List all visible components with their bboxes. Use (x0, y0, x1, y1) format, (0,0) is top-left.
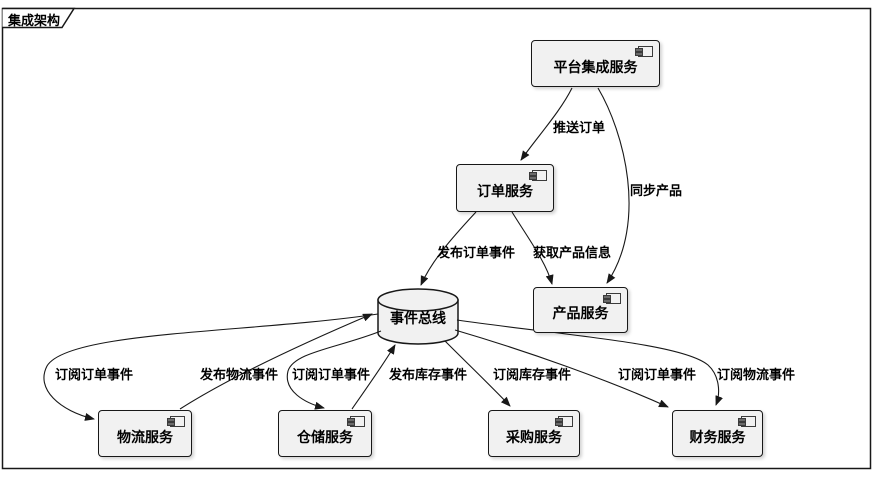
component-label: 采购服务 (506, 429, 562, 446)
edge-label-subscribe-inventory-event: 订阅库存事件 (493, 368, 572, 383)
database-event-bus: 事件总线 (378, 306, 458, 330)
component-label: 物流服务 (117, 429, 173, 446)
component-label: 财务服务 (689, 429, 746, 446)
frame-border (1, 7, 872, 470)
edge-publish-inventory-event (351, 344, 396, 410)
component-logistics-service: 物流服务 (98, 410, 192, 457)
component-warehouse-service: 仓储服务 (278, 410, 372, 457)
edge-sync-product (597, 87, 630, 284)
edge-label-subscribe-order-event-logistics: 订阅订单事件 (55, 368, 134, 383)
edge-publish-order-event (420, 211, 477, 286)
edge-subscribe-order-warehouse (286, 330, 382, 410)
edge-subscribe-logistics-finance (456, 319, 723, 406)
edge-subscribe-order-finance (454, 329, 669, 408)
edge-subscribe-order-logistics (43, 313, 379, 421)
component-label: 平台集成服务 (553, 59, 638, 76)
component-icon (347, 416, 365, 427)
edge-label-publish-order-event: 发布订单事件 (437, 246, 516, 261)
component-platform-integration-service: 平台集成服务 (531, 40, 660, 87)
edge-label-subscribe-order-event-warehouse: 订阅订单事件 (292, 368, 371, 383)
edge-subscribe-inventory-event (444, 340, 511, 407)
edge-get-product-info (511, 211, 554, 285)
edge-label-push-order: 推送订单 (553, 121, 606, 136)
database-label: 事件总线 (390, 311, 446, 327)
frame-tab (2, 7, 76, 29)
component-label: 产品服务 (552, 306, 609, 322)
component-icon (529, 170, 547, 181)
edge-publish-logistics-event (179, 313, 373, 410)
frame-title: 集成架构 (8, 14, 61, 29)
component-purchase-service: 采购服务 (488, 410, 580, 457)
component-finance-service: 财务服务 (672, 410, 763, 457)
component-product-service: 产品服务 (533, 287, 628, 333)
edge-label-subscribe-logistics-event: 订阅物流事件 (717, 368, 796, 383)
edge-label-publish-logistics-event: 发布物流事件 (200, 368, 279, 383)
edge-label-sync-product: 同步产品 (630, 184, 683, 199)
edge-label-subscribe-order-event-finance: 订阅订单事件 (618, 368, 697, 383)
component-icon (603, 293, 621, 304)
component-order-service: 订单服务 (456, 164, 554, 212)
edge-label-publish-inventory-event: 发布库存事件 (389, 368, 468, 383)
component-icon (167, 416, 185, 427)
component-label: 仓储服务 (297, 429, 353, 446)
component-icon (555, 416, 573, 427)
edge-push-order (520, 87, 573, 161)
edge-label-get-product-info: 获取产品信息 (533, 246, 612, 261)
component-icon (635, 46, 653, 57)
component-label: 订单服务 (477, 184, 533, 200)
component-icon (738, 416, 756, 427)
database-icon (377, 288, 459, 345)
